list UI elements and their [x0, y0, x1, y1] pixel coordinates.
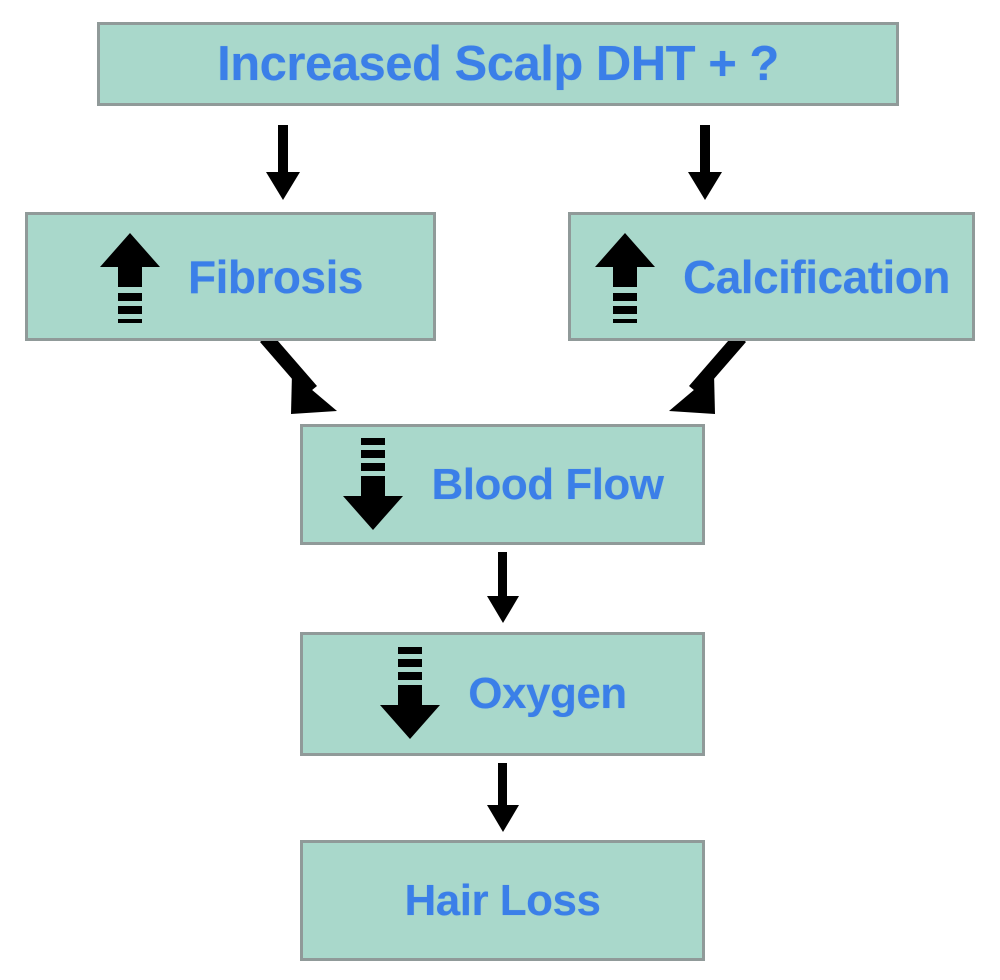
node-oxygen[interactable]: Oxygen [300, 632, 705, 756]
edge-blood-flow-to-oxygen [487, 552, 519, 623]
node-content: Hair Loss [303, 875, 702, 925]
node-label-dht: Increased Scalp DHT + ? [217, 36, 779, 91]
node-label-calcification: Calcification [682, 250, 951, 303]
node-content: Blood Flow [303, 437, 702, 532]
node-blood-flow[interactable]: Blood Flow [300, 424, 705, 545]
node-fibrosis[interactable]: Fibrosis [25, 212, 436, 341]
node-content: Increased Scalp DHT + ? [100, 36, 896, 91]
node-label-oxygen: Oxygen [468, 669, 627, 718]
edge-oxygen-to-hair-loss [487, 763, 519, 832]
increase-arrow-up-icon [100, 232, 161, 323]
node-calcification[interactable]: Calcification [568, 212, 975, 341]
edge-dht-to-calcification [688, 125, 722, 200]
node-content: Calcification [571, 231, 972, 323]
node-increased-scalp-dht[interactable]: Increased Scalp DHT + ? [97, 22, 899, 106]
node-content: Oxygen [303, 647, 702, 741]
edge-dht-to-fibrosis [266, 125, 300, 200]
decrease-arrow-down-icon [380, 647, 441, 739]
decrease-arrow-down-icon [343, 437, 404, 530]
node-content: Fibrosis [28, 231, 433, 323]
node-label-hair-loss: Hair Loss [404, 875, 601, 925]
increase-arrow-up-icon [594, 232, 655, 323]
node-label-fibrosis: Fibrosis [188, 250, 363, 303]
node-label-blood-flow: Blood Flow [431, 459, 664, 509]
edge-fibrosis-to-blood-flow [260, 333, 337, 414]
edge-calcification-to-blood-flow [669, 333, 746, 414]
node-hair-loss[interactable]: Hair Loss [300, 840, 705, 961]
